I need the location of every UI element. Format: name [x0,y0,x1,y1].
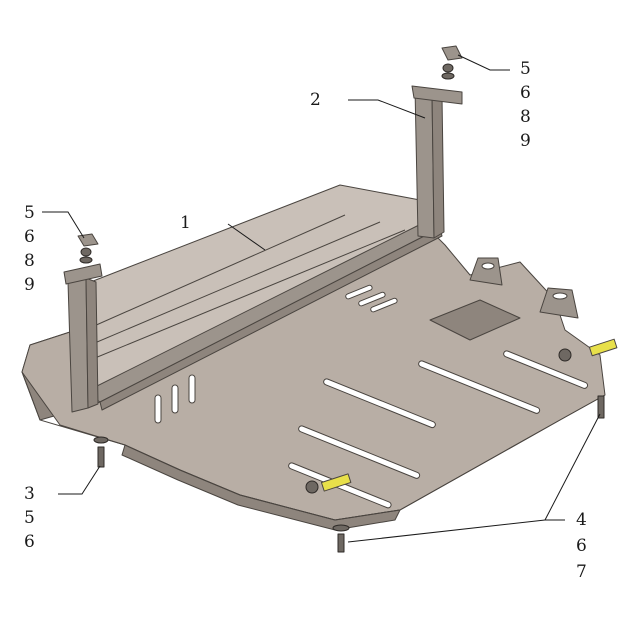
callout-left-hw-3: 8 [24,251,35,271]
leader-part-2 [348,99,426,119]
callout-front-right-1: 4 [576,510,587,530]
ridge-line [84,214,346,331]
slot [418,360,541,414]
vent-slot [188,374,196,404]
leader-left-stack [42,211,85,239]
yellow-tab [588,338,618,357]
bracket-top [411,85,463,105]
bolt [597,395,605,419]
callout-front-right-3: 7 [576,562,587,582]
vent-slot [154,394,162,424]
front-right-bolt [332,524,350,553]
mounting-tabs [469,257,579,319]
clip [441,45,463,61]
callout-right-hw-2: 6 [520,83,531,103]
washer [332,524,350,532]
vent-slot [345,284,373,300]
nut [80,247,92,257]
floor-slots [154,284,589,509]
leader-lines [42,54,601,543]
callout-right-hw-4: 9 [520,131,531,151]
slot [298,425,421,479]
callout-right-hw-3: 8 [520,107,531,127]
leader-part-1 [227,223,266,251]
tab-hole [552,292,568,300]
slot [323,378,436,429]
leader-right-stack [457,54,510,71]
rear-tab [539,287,579,319]
right-step [429,299,521,341]
callout-numbers: 1 2 5 6 8 9 5 6 8 9 3 5 6 4 6 7 [24,59,587,582]
callout-front-right-2: 6 [576,536,587,556]
bracket-post [67,277,89,413]
ridge-line [94,229,406,359]
rear-tab [469,257,503,286]
callout-front-left-3: 6 [24,532,35,552]
callout-front-left-1: 3 [24,484,35,504]
washer [441,72,455,80]
fastener-stack-left [77,233,99,264]
right-side-bolt [597,395,605,419]
callout-left-hw-4: 9 [24,275,35,295]
vent-slot [171,384,179,414]
bolt [97,446,105,468]
rear-panel-ridges [84,214,406,359]
callout-left-hw-1: 5 [24,203,35,223]
rib-side [99,227,443,411]
fastener-stack-right [441,45,463,80]
leader-front-right-b [544,413,601,521]
vent-slot [370,297,398,313]
callout-front-left-2: 5 [24,508,35,528]
right-vertical-bracket [411,85,463,239]
bracket-post-side [431,91,445,239]
bracket-post [414,87,435,239]
rubber-mount [305,480,319,494]
callout-left-hw-2: 6 [24,227,35,247]
callout-part-1: 1 [180,213,191,233]
bolt [337,533,345,553]
rubber-mount [558,348,572,362]
vent-slot [358,291,386,307]
bracket-top [63,263,103,285]
clip [77,233,99,247]
slot [503,350,589,389]
fasteners [77,45,618,553]
nut [442,63,454,73]
leader-front-right-a [347,519,565,543]
callout-part-2: 2 [310,90,321,110]
tab-hole [481,262,495,270]
plate-outline [21,371,606,521]
ridge-line [89,221,381,346]
washer [93,436,109,444]
left-vertical-bracket [63,263,103,413]
yellow-tab [320,473,352,492]
front-left-bolt [93,436,109,468]
callout-right-hw-1: 5 [520,59,531,79]
leader-front-left [58,465,101,495]
bracket-post-side [85,277,99,409]
washer [79,256,93,264]
